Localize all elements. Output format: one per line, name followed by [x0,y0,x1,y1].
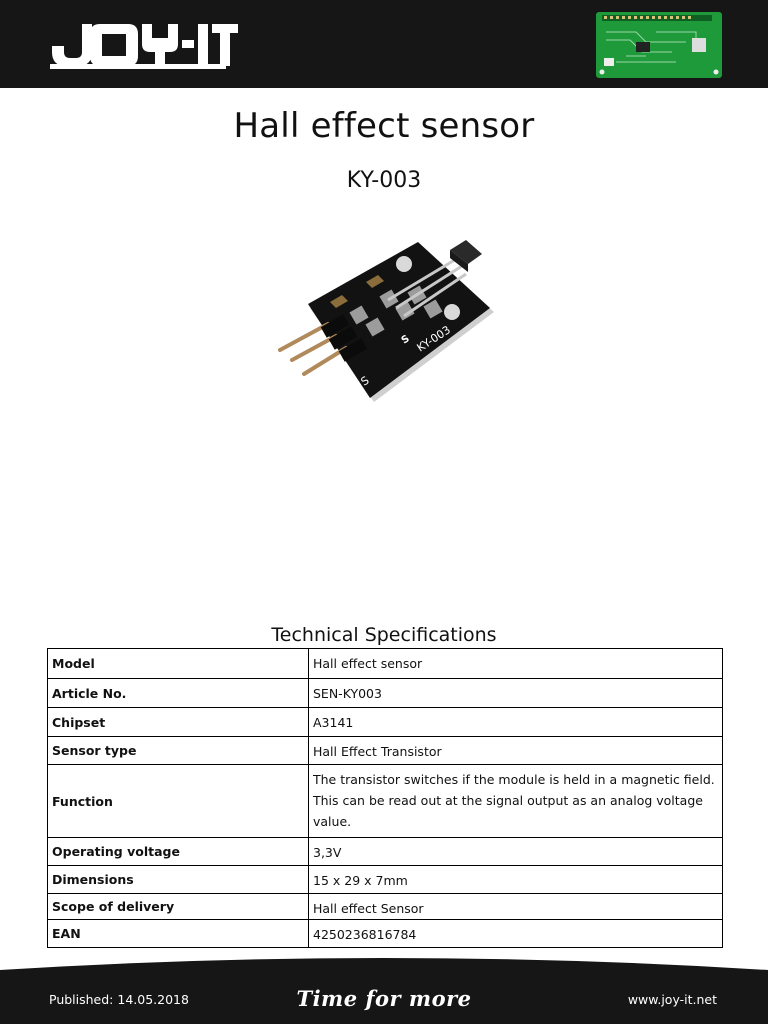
ky-003-module-image: KY-003 S S [278,240,494,402]
specs-heading: Technical Specifications [271,624,497,646]
joy-it-logo [50,24,238,69]
spec-value: 4250236816784 [308,919,723,948]
spec-value: Hall effect sensor [308,648,723,679]
spec-value: Hall effect Sensor [308,893,723,920]
slogan: Time for more [296,986,472,1011]
spec-key: Sensor type [47,736,309,765]
spec-key: Function [47,764,309,838]
model-code: KY-003 [346,168,422,193]
pcb-board-image [596,12,722,78]
spec-value: The transistor switches if the module is… [308,764,723,838]
published-date: Published: 14.05.2018 [49,992,189,1007]
spec-key: Scope of delivery [47,893,309,920]
spec-value: SEN-KY003 [308,678,723,708]
page-footer [0,952,768,1024]
website-link[interactable]: www.joy-it.net [627,992,717,1007]
spec-value: Hall Effect Transistor [308,736,723,765]
spec-row: Article No.SEN-KY003 [47,678,723,708]
spec-value: 3,3V [308,837,723,866]
spec-key: Operating voltage [47,837,309,866]
page-header [0,0,768,88]
spec-key: EAN [47,919,309,948]
spec-value: 15 x 29 x 7mm [308,865,723,894]
spec-value: A3141 [308,707,723,737]
spec-key: Dimensions [47,865,309,894]
page-title: Hall effect sensor [233,106,535,146]
spec-key: Article No. [47,678,309,708]
spec-key: Model [47,648,309,679]
spec-key: Chipset [47,707,309,737]
